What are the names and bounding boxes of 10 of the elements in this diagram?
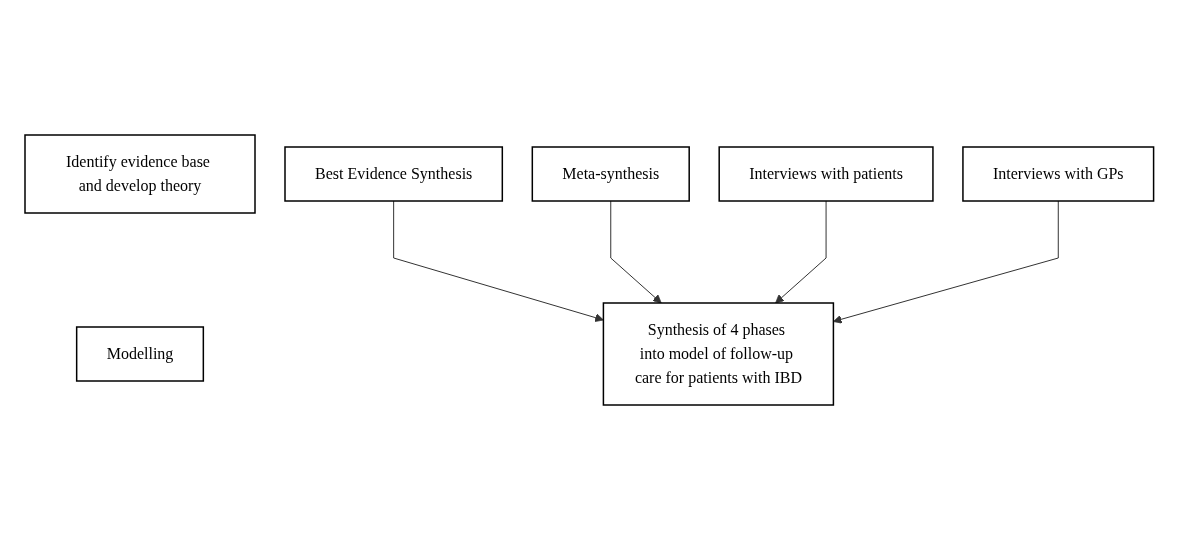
node-box: Modelling xyxy=(75,326,204,382)
node-box: Interviews with patients xyxy=(718,146,934,202)
arrow xyxy=(392,200,604,322)
node-box: Best Evidence Synthesis xyxy=(283,146,503,202)
arrow xyxy=(774,200,827,304)
node-box: Interviews with GPs xyxy=(961,146,1155,202)
node-box: Synthesis of 4 phases into model of follow-up care for patients with IBD xyxy=(602,302,834,406)
arrow xyxy=(609,200,662,304)
node-box: Identify evidence base and develop theory xyxy=(23,134,256,214)
node-box: Meta-synthesis xyxy=(531,146,690,202)
